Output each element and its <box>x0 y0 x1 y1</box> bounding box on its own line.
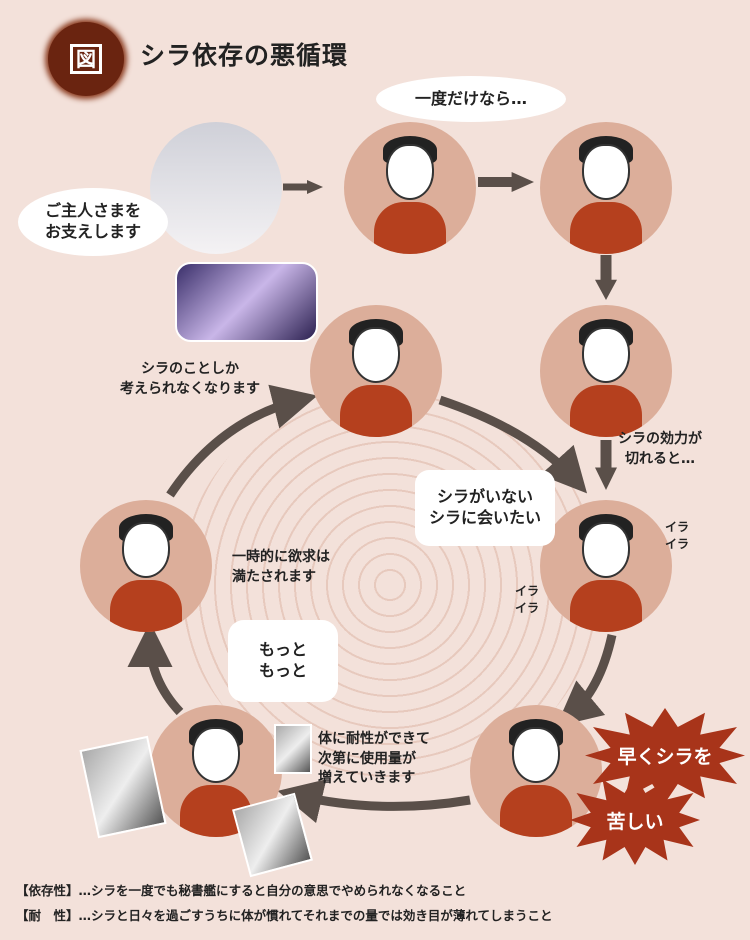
thought-image <box>175 262 318 342</box>
arrow-down-2 <box>595 440 617 490</box>
speech-more: もっと もっと <box>228 620 338 702</box>
person-circle-7 <box>150 705 282 837</box>
tolerance-text: 体に耐性ができて 次第に使用量が 増えていきます <box>318 731 430 787</box>
arrow-right-2 <box>478 172 534 192</box>
person-circle-8 <box>80 500 212 632</box>
character-photo-3 <box>274 724 312 774</box>
satisfied-text: 一時的に欲求は 満たされます <box>232 549 330 585</box>
character-circle <box>150 122 282 254</box>
irritation-text-2: イラ イラ <box>515 584 540 615</box>
person-circle-4 <box>310 305 442 437</box>
only-think-text: シラのことしか 考えられなくなります <box>120 361 260 397</box>
arrow-right-1 <box>283 180 323 194</box>
speech-serve: ご主人さまを お支えします <box>18 188 168 256</box>
speech-just-once: 一度だけなら… <box>376 76 566 122</box>
wear-off-text: シラの効力が 切れると… <box>618 431 702 467</box>
person-circle-2 <box>540 122 672 254</box>
irritation-text-1: イラ イラ <box>665 520 690 551</box>
person-circle-1 <box>344 122 476 254</box>
figure-badge: 図 <box>48 22 124 96</box>
footnote-dependence: 【依存性】…シラを一度でも秘書艦にすると自分の意思でやめられなくなること <box>16 883 467 898</box>
footnote-tolerance: 【耐 性】…シラと日々を過ごすうちに体が慣れてそれまでの量では効き目が薄れてしま… <box>16 908 553 923</box>
arrow-down-1 <box>595 255 617 300</box>
person-circle-5 <box>540 500 672 632</box>
person-circle-6 <box>470 705 602 837</box>
person-circle-3 <box>540 305 672 437</box>
speech-want: シラがいない シラに会いたい <box>415 470 555 546</box>
page-title: シラ依存の悪循環 <box>140 41 349 70</box>
